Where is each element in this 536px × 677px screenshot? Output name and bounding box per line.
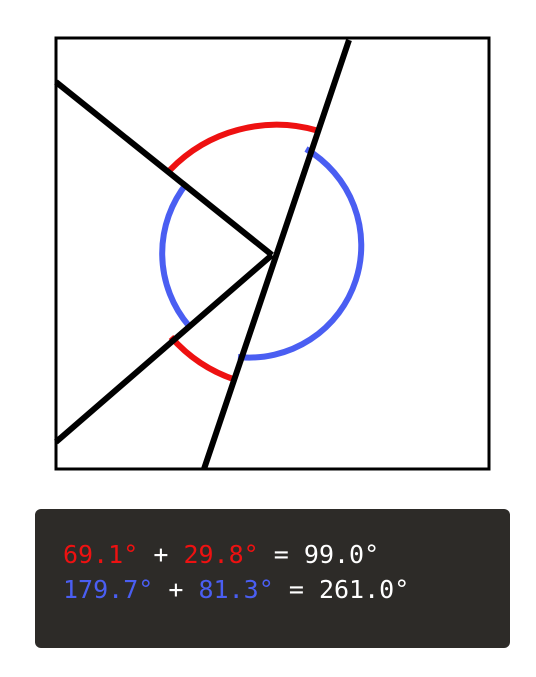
blue-angle-arc-left [159, 181, 192, 328]
equals-sign: = [288, 575, 304, 604]
blue-angle-1-value: 179.7° [63, 575, 154, 604]
blue-angle-2-value: 81.3° [198, 575, 274, 604]
long-line [201, 39, 352, 470]
plus-sign: + [168, 575, 184, 604]
angle-diagram [54, 36, 491, 471]
blue-angle-arc-right [237, 146, 365, 361]
equals-sign: = [273, 540, 289, 569]
red-angle-arc-lower [168, 335, 237, 383]
red-angle-sum: 69.1° + 29.8° = 99.0° [63, 537, 510, 572]
red-angle-2-value: 29.8° [183, 540, 259, 569]
lower-ray [54, 252, 274, 445]
upper-ray [54, 79, 274, 258]
equation-panel: 69.1° + 29.8° = 99.0° 179.7° + 81.3° = 2… [35, 509, 510, 648]
blue-sum-result: 261.0° [318, 575, 410, 604]
red-angle-1-value: 69.1° [63, 540, 139, 569]
red-angle-arc-upper [167, 121, 320, 173]
plus-sign: + [153, 540, 169, 569]
red-sum-result: 99.0° [303, 540, 380, 569]
blue-angle-sum: 179.7° + 81.3° = 261.0° [63, 572, 510, 607]
diagram-frame [54, 36, 491, 471]
